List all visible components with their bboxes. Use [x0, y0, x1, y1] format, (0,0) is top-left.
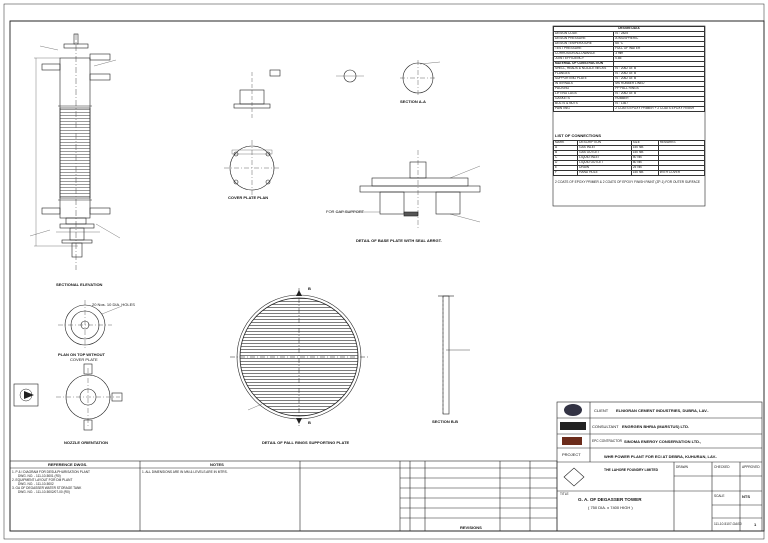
cover-plate-label: COVER PLATE: [70, 357, 98, 362]
company-name: THE LAHORE FOUNDRY LIMITED: [604, 468, 659, 472]
table-cell: WITH COVER: [657, 170, 706, 176]
drawing-title: G. A. OF DEGASSER TOWER: [578, 497, 642, 502]
plan-on-top-label: PLAN ON TOP WITHOUT: [58, 352, 105, 357]
scale-value: NTS: [742, 494, 750, 499]
title-block-frame: [556, 401, 763, 532]
north-arrow-icon: [13, 383, 39, 407]
table-cell: 2 COATS EPOXY PRIMER + 2 COATS EPOXY FIN…: [613, 106, 705, 112]
section-bb-label: SECTION B-B: [432, 419, 458, 424]
pall-rings-detail-label: DETAIL OF PALL RINGS SUPPORTING PLATE: [262, 440, 350, 445]
reference-item: 2. EQUIPMENT LAYOUT FOR DM PLANT: [12, 478, 73, 482]
company-logo-icon: [560, 404, 586, 445]
reference-item: 1. P & I DIAGRAM FOR DESULPHURISATION PL…: [12, 470, 90, 474]
reference-item: 3. GA OF DEGASSER WATER STORAGE TANK: [12, 486, 82, 490]
cap-support-note: FOR CAP SUPPORT: [326, 209, 365, 214]
title-label: TITLE: [560, 492, 569, 496]
holes-note: 20 Nos. 10 DIA. HOLES: [92, 302, 135, 307]
sheet-number: 1: [754, 522, 757, 527]
connections-title: LIST OF CONNECTIONS: [555, 133, 601, 138]
sectional-elevation-view: [29, 33, 121, 270]
section-marker-b-bottom: B: [308, 420, 311, 425]
section-bb-view: [438, 295, 470, 415]
section-a-label: SECTION A-A: [400, 99, 426, 104]
reference-dwgs-title: REFERENCE DWGS.: [48, 462, 88, 467]
bottom-strip-frame: [9, 460, 558, 532]
epc-label: EPC CONTRACTOR: [592, 439, 622, 443]
cover-plate-plan-label: COVER PLATE PLAN: [228, 195, 269, 200]
approved-label: APPROVED: [742, 465, 760, 469]
section-marker-b-top: B: [308, 286, 311, 291]
drawing-subtitle: ( 750 DIA. x 7400 HIGH ): [588, 505, 633, 510]
scale-label: SCALE: [714, 494, 725, 498]
sectional-elevation-label: SECTIONAL ELEVATION: [56, 282, 103, 287]
drawing-number: 111-10-5107-GA/00: [714, 522, 742, 526]
reference-item: DWG. NO. - 111-10-5002/07-00 (R0): [18, 490, 70, 494]
cover-plate-plan-view: [224, 69, 281, 196]
client-name: ELNIGRAN CEMENT INDUSTRIES, DUBRA, LAV..: [616, 408, 709, 413]
table-cell: HAND HOLE: [577, 170, 632, 176]
base-plate-detail-view: [336, 150, 481, 230]
painting-note: 2 COATS OF EPOXY PRIMER & 2 COATS OF EPO…: [555, 180, 701, 184]
table-cell: F: [552, 170, 579, 176]
drawn-label: DRAWN: [676, 465, 688, 469]
nozzle-orientation-label: NOZZLE ORIENTATION: [64, 440, 109, 445]
reference-item: DWG. NO. - 111-10-5002: [18, 482, 54, 486]
table-cell: 150 NB: [630, 170, 659, 176]
section-a-view: [336, 60, 441, 96]
note-item: 1. ALL DIMENSIONS ARE IN MM & LEVELS ARE…: [142, 470, 228, 474]
table-cell: PAINTING: [552, 106, 615, 112]
nozzle-orientation-view: [56, 363, 123, 431]
project-label: PROJECT: [562, 452, 581, 457]
plan-on-top-view: [58, 300, 123, 350]
reference-item: DWG. NO. - 111-10-5001 (R0): [18, 474, 61, 478]
client-label: CLIENT: [594, 408, 609, 413]
epc-name: SINOMA ENERGY CONSERVATION LTD.,: [624, 439, 702, 444]
consultant-name: ENGRGEN BHRIA (MARSTUS) LTD.: [622, 424, 690, 429]
notes-title: NOTES: [210, 462, 224, 467]
table-cell: SHELL, HEADS & NOZZLE NECKS: [552, 66, 615, 72]
project-name: WHR POWER PLANT FOR ECI AT DEBRA, KUHURA…: [604, 454, 718, 459]
revisions-title: REVISIONS: [460, 525, 482, 530]
checked-label: CHECKED: [714, 465, 730, 469]
pall-rings-support-plate-view: [230, 288, 368, 426]
consultant-label: CONSULTANT: [592, 424, 619, 429]
base-plate-detail-label: DETAIL OF BASE PLATE WITH SEAL ARRGT.: [356, 238, 442, 243]
